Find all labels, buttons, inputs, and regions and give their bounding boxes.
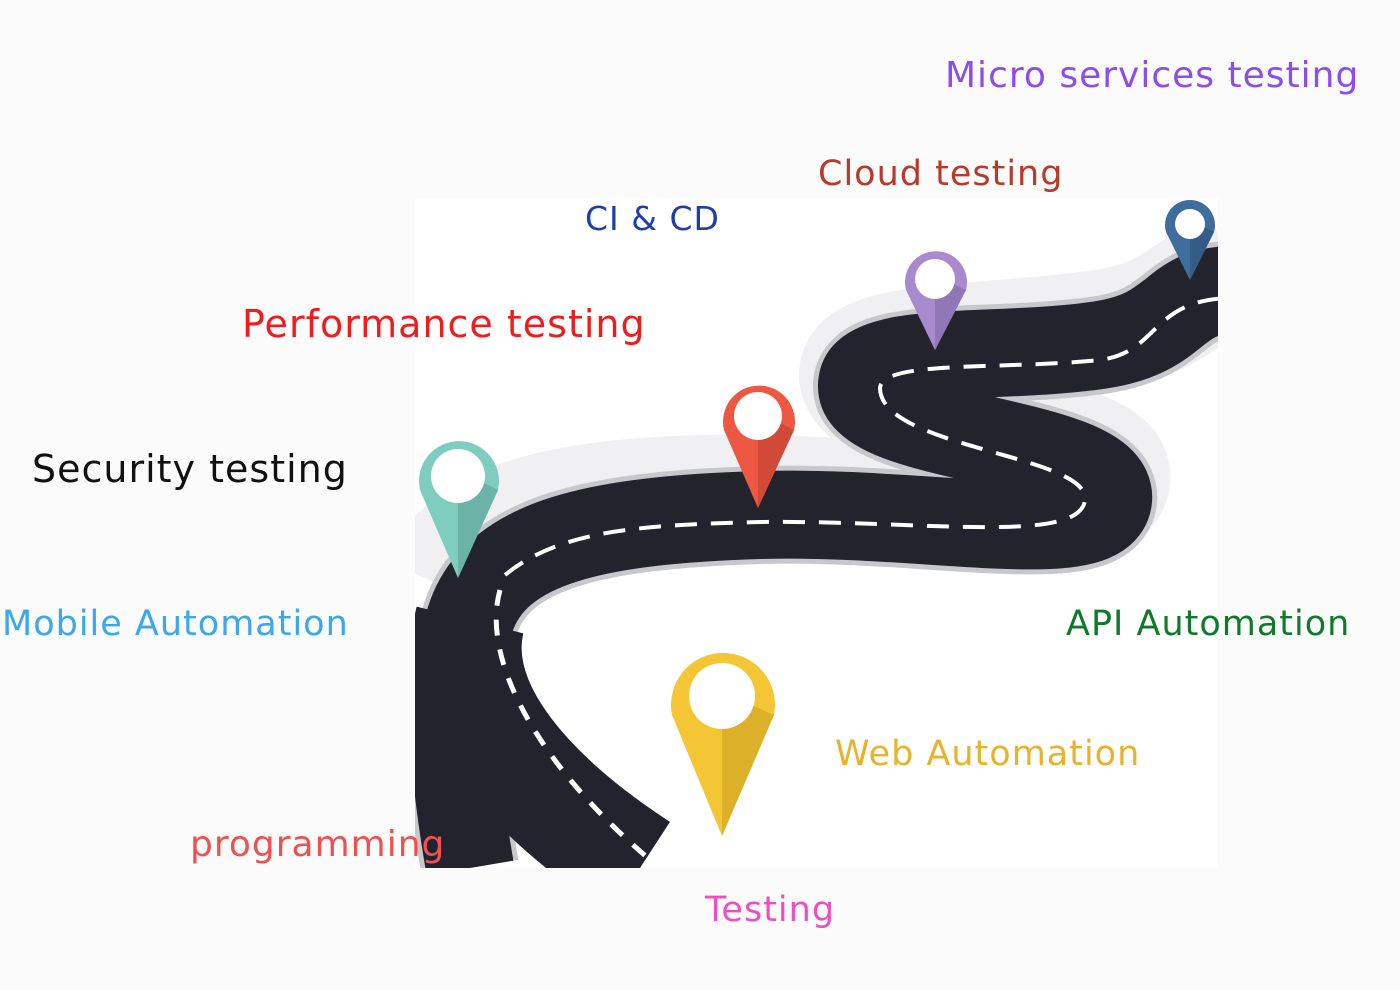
label-cloud-testing: Cloud testing xyxy=(818,154,1064,194)
label-testing: Testing xyxy=(705,890,836,930)
label-mobile-automation: Mobile Automation xyxy=(2,604,349,644)
label-micro-services-testing: Micro services testing xyxy=(945,55,1360,96)
pin-teal-icon xyxy=(419,441,499,578)
pin-red-icon xyxy=(723,385,795,508)
label-ci-cd: CI & CD xyxy=(585,199,720,238)
lane-markings-upper xyxy=(503,296,1218,577)
lane-markings xyxy=(493,589,662,868)
label-security-testing: Security testing xyxy=(32,447,348,491)
road-surface-lower xyxy=(415,606,671,868)
pin-yellow-icon xyxy=(671,652,775,836)
road-surface xyxy=(415,246,1218,868)
label-programming: programming xyxy=(190,824,446,865)
pin-purple-icon xyxy=(904,251,967,350)
label-performance-testing: Performance testing xyxy=(242,302,646,346)
pin-blue-icon xyxy=(1164,199,1215,280)
label-web-automation: Web Automation xyxy=(835,734,1141,774)
label-api-automation: API Automation xyxy=(1066,604,1351,644)
